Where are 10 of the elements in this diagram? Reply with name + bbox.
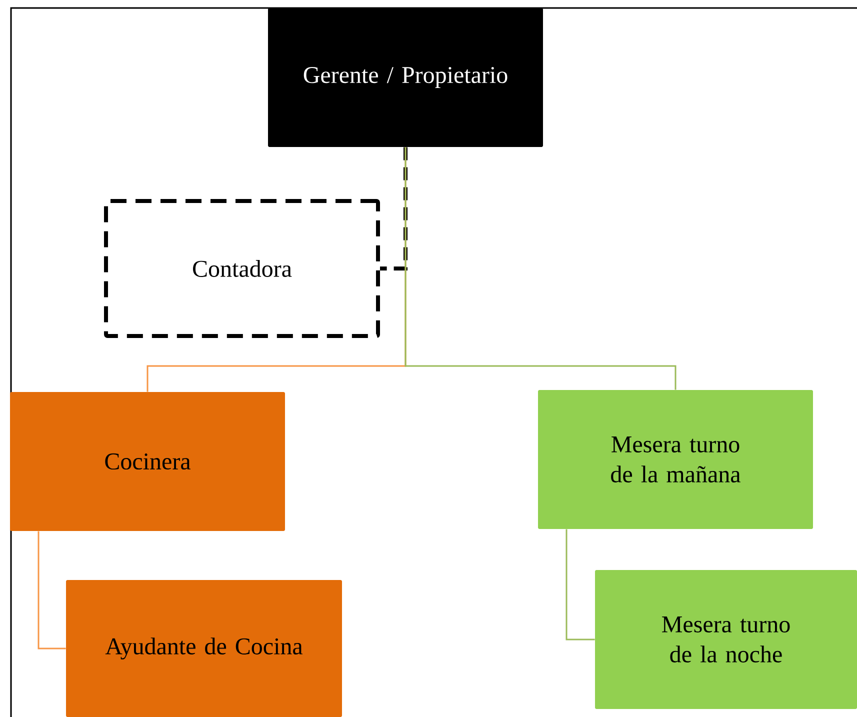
- dashed-box: Contadora: [104, 199, 380, 338]
- connector-line: [566, 529, 595, 640]
- connector-line: [380, 147, 408, 270]
- org-chart-box: Mesera turno de la noche: [595, 570, 857, 709]
- org-chart-box: Mesera turno de la mañana: [538, 390, 813, 529]
- connector-line: [404, 147, 676, 390]
- org-chart-box: Ayudante de Cocina: [66, 580, 342, 717]
- org-chart-box: Cocinera: [10, 392, 285, 531]
- org-chart-box: Gerente / Propietario: [268, 8, 543, 147]
- connector-line: [38, 531, 66, 650]
